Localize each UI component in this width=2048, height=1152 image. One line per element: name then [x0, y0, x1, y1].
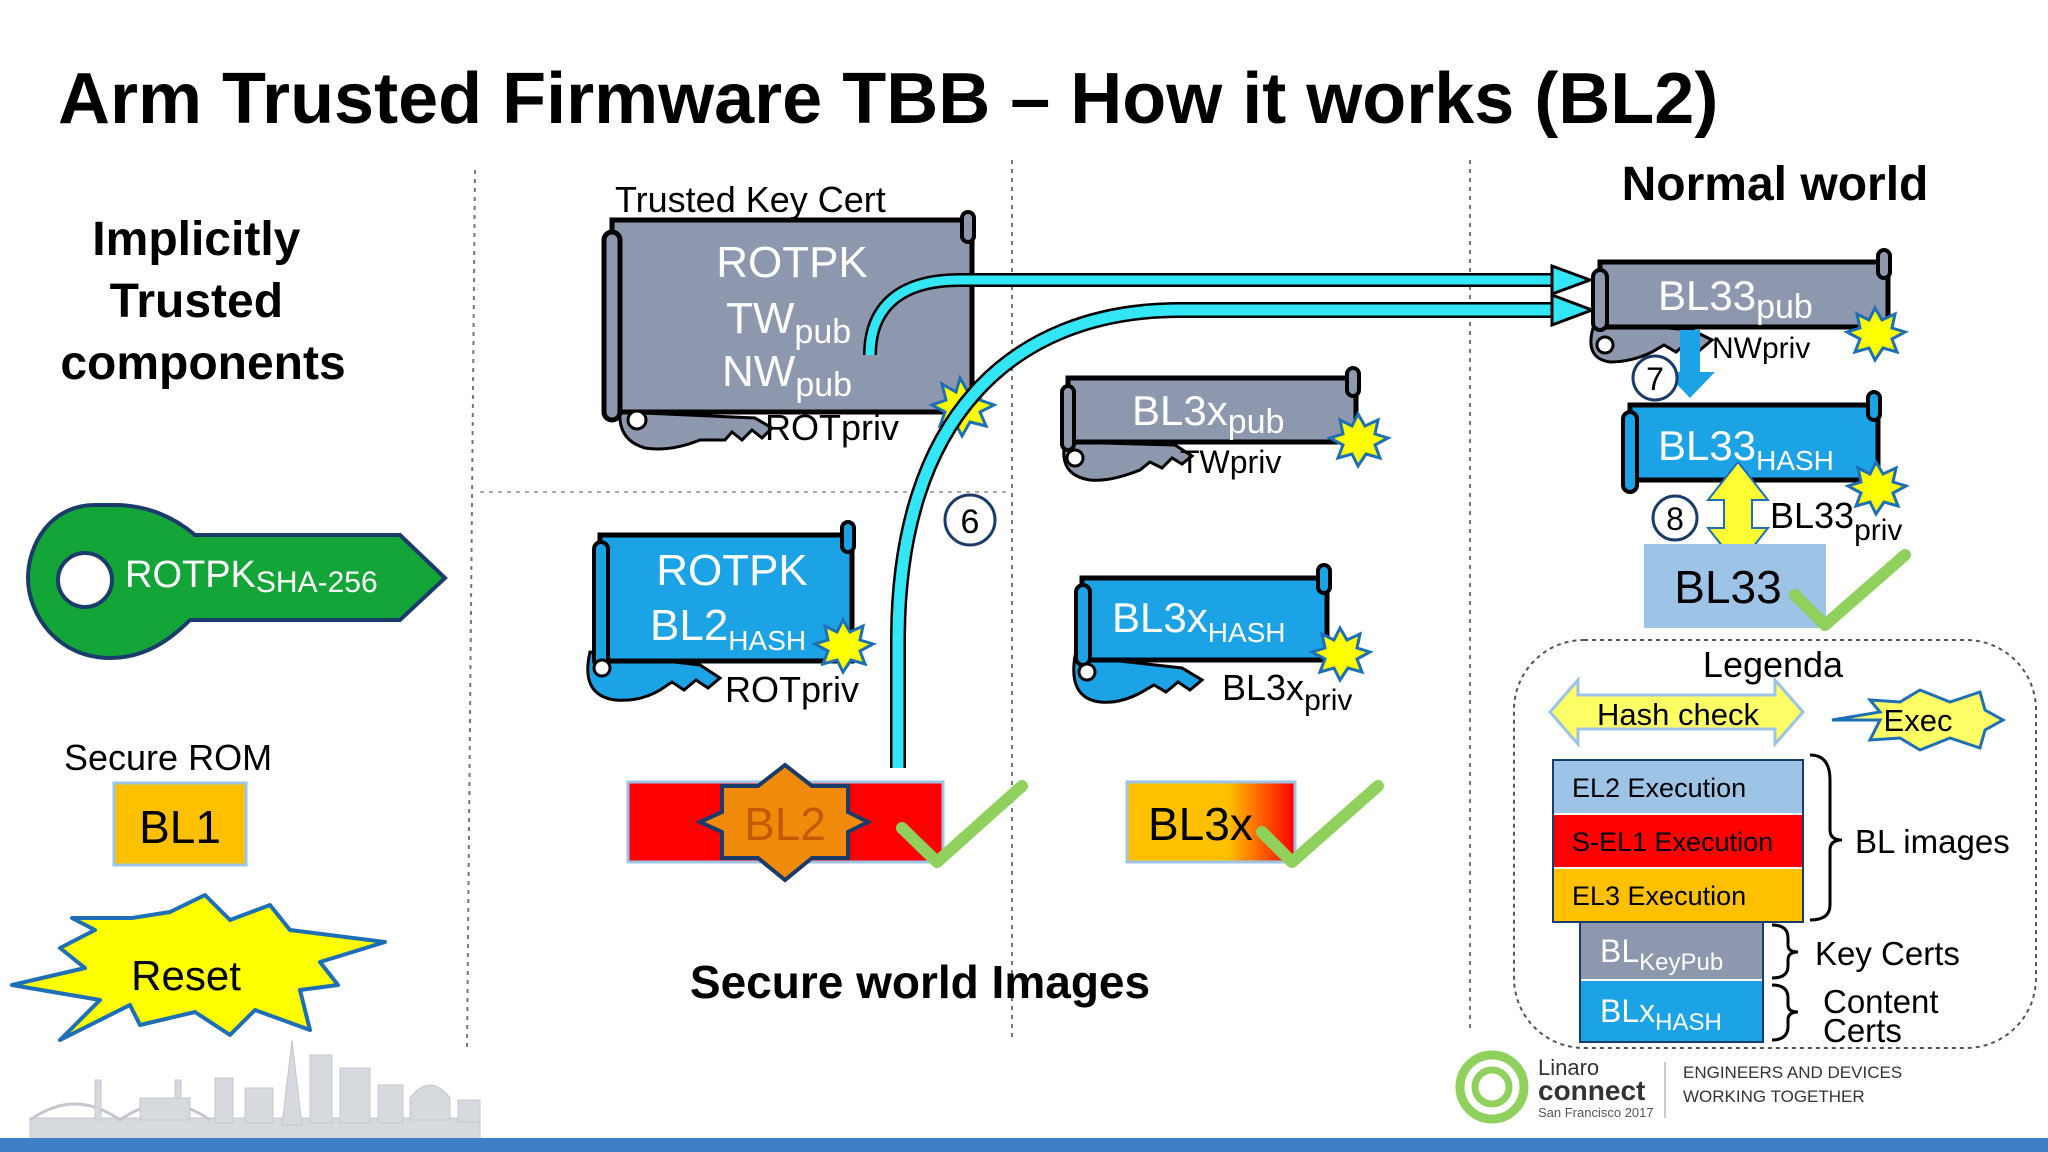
svg-text:Exec: Exec — [1884, 703, 1953, 738]
svg-text:EL3 Execution: EL3 Execution — [1572, 881, 1746, 911]
secure-world-images-label: Secure world Images — [690, 956, 1150, 1008]
legend-hash-check: Hash check — [1548, 676, 1805, 748]
svg-text:BL3x: BL3x — [1148, 798, 1253, 850]
svg-text:ROTPK: ROTPK — [716, 238, 868, 287]
svg-text:WORKING TOGETHER: WORKING TOGETHER — [1683, 1087, 1865, 1106]
svg-text:ENGINEERS AND DEVICES: ENGINEERS AND DEVICES — [1683, 1063, 1902, 1082]
svg-text:BL2HASH: BL2HASH — [650, 601, 806, 656]
svg-text:ROTPKSHA-256: ROTPKSHA-256 — [125, 554, 378, 599]
svg-text:TWpriv: TWpriv — [1180, 444, 1281, 480]
svg-text:BL3xpub: BL3xpub — [1132, 387, 1284, 441]
legend-exec: Exec — [1831, 688, 2007, 752]
svg-text:BL2: BL2 — [744, 798, 826, 850]
svg-text:ROTpriv: ROTpriv — [765, 407, 899, 448]
svg-text:EL2 Execution: EL2 Execution — [1572, 773, 1746, 803]
secure-rom-label: Secure ROM — [64, 737, 272, 778]
svg-text:San Francisco 2017: San Francisco 2017 — [1538, 1105, 1654, 1120]
reset-starburst: Reset — [10, 893, 387, 1042]
svg-text:Legenda: Legenda — [1703, 644, 1844, 685]
svg-text:BL33pub: BL33pub — [1658, 272, 1813, 326]
bl3x-content-cert-scroll: BL3xHASH BL3xpriv — [1072, 563, 1374, 717]
svg-text:6: 6 — [961, 503, 980, 541]
step-6-badge: 6 — [943, 493, 997, 547]
svg-text:BL33: BL33 — [1674, 561, 1781, 613]
svg-text:NWpriv: NWpriv — [1712, 332, 1810, 365]
implicit-trusted-heading: Implicitly Trusted components — [60, 213, 345, 390]
rotpk-key-icon: ROTPKSHA-256 — [25, 503, 448, 661]
svg-text:BLxHASH: BLxHASH — [1600, 993, 1722, 1036]
bl2-cert-scroll: ROTPK BL2HASH ROTpriv — [586, 520, 877, 710]
trusted-key-cert-scroll: ROTPK TWpub NWpub ROTpriv — [601, 210, 998, 451]
step-8-badge: 8 — [1651, 494, 1699, 542]
svg-text:connect: connect — [1538, 1075, 1645, 1106]
bl2-image: BL2 — [626, 762, 1028, 883]
reset-label: Reset — [131, 952, 241, 999]
svg-text:BL33HASH: BL33HASH — [1658, 422, 1834, 476]
svg-text:BL3xpriv: BL3xpriv — [1222, 667, 1352, 717]
svg-text:Content Certs: Content Certs — [1823, 983, 1948, 1049]
bl3x-check-icon — [1256, 780, 1384, 868]
bl1-label: BL1 — [139, 801, 221, 853]
svg-text:8: 8 — [1666, 501, 1684, 537]
bl33-check-icon — [1789, 549, 1911, 631]
svg-text:BL images: BL images — [1855, 823, 2010, 860]
bottom-bar — [0, 1138, 2048, 1152]
svg-text:Key Certs: Key Certs — [1815, 935, 1960, 972]
bl2-check-icon — [896, 780, 1028, 868]
svg-text:7: 7 — [1646, 361, 1664, 397]
skyline-decoration — [29, 1039, 481, 1141]
page-title: Arm Trusted Firmware TBB – How it works … — [58, 59, 1718, 139]
linaro-connect-logo: Linaro connect San Francisco 2017 ENGINE… — [1455, 1050, 1902, 1124]
trusted-key-cert-label: Trusted Key Cert — [615, 179, 886, 220]
svg-text:BL3xHASH: BL3xHASH — [1112, 594, 1286, 648]
svg-text:BLKeyPub: BLKeyPub — [1600, 933, 1723, 976]
svg-text:TWpub: TWpub — [726, 294, 851, 351]
legend-panel: Legenda Hash check Exec EL2 Execution S-… — [1513, 639, 2037, 1049]
bl3x-key-cert-scroll: BL3xpub TWpriv — [1060, 366, 1392, 482]
svg-text:ROTPK: ROTPK — [656, 546, 808, 595]
step-7-badge: 7 — [1631, 354, 1679, 402]
normal-world-title: Normal world — [1622, 158, 1929, 211]
bl33-content-cert-scroll: BL33HASH — [1621, 390, 1910, 517]
svg-text:Linaro: Linaro — [1538, 1055, 1599, 1080]
bl33-key-cert-scroll: BL33pub NWpriv — [1589, 248, 1909, 365]
trust-chain-arrows — [863, 263, 1597, 768]
svg-text:Hash check: Hash check — [1597, 697, 1759, 732]
svg-text:NWpub: NWpub — [722, 347, 852, 404]
svg-text:S-EL1 Execution: S-EL1 Execution — [1572, 827, 1773, 857]
bl3x-image: BL3x — [1125, 780, 1384, 868]
bl1-box — [112, 781, 248, 867]
svg-text:ROTpriv: ROTpriv — [725, 669, 859, 710]
bl33-content-signer: BL33priv — [1770, 495, 1902, 547]
bl33-image: BL33 — [1644, 544, 1911, 631]
